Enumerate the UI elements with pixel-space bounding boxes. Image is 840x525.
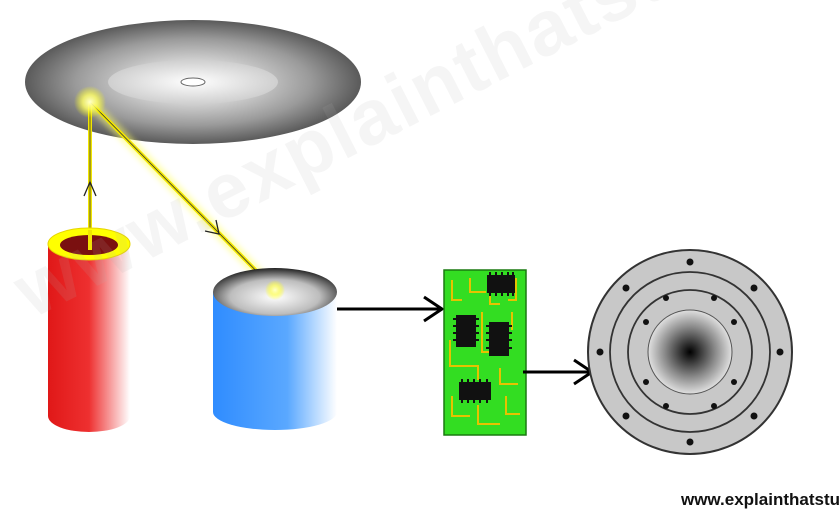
photodetector-icon <box>213 268 337 430</box>
optical-disc-icon <box>25 20 361 144</box>
loudspeaker-icon <box>587 249 793 455</box>
laser-emitter-icon <box>47 227 131 432</box>
circuit-board-icon <box>443 269 527 436</box>
site-credit: www.explainthatstu <box>680 490 840 509</box>
arrow-to-speaker <box>523 358 595 386</box>
arrow-to-circuit <box>337 295 445 323</box>
laser-beam <box>74 86 279 294</box>
